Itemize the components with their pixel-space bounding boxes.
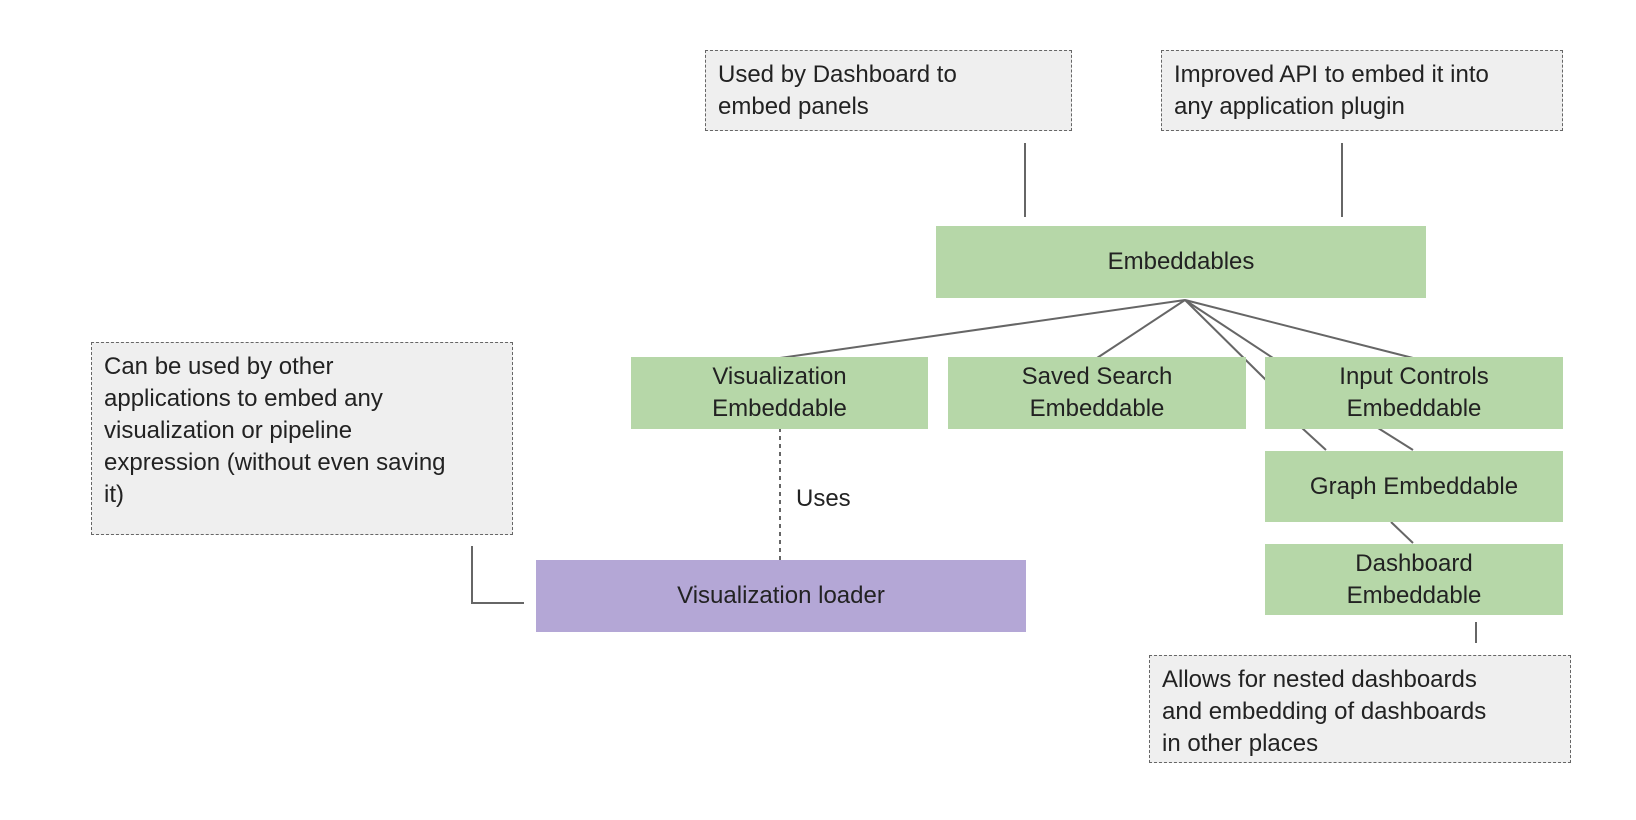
note-dashboard-panels: Used by Dashboard to embed panels xyxy=(705,50,1072,131)
embeddables-node: Embeddables xyxy=(936,226,1426,298)
connector-embeddables-to-input-controls-2 xyxy=(1184,299,1274,359)
uses-edge-label: Uses xyxy=(796,485,851,512)
connector-embeddables-to-input-controls xyxy=(1184,299,1414,359)
note-nested-dashboards: Allows for nested dashboards and embeddi… xyxy=(1149,655,1571,763)
visualization-embeddable-node: Visualization Embeddable xyxy=(631,357,928,429)
note-other-applications: Can be used by other applications to emb… xyxy=(91,342,513,535)
input-controls-embeddable-node: Input Controls Embeddable xyxy=(1265,357,1563,429)
connector-embeddables-to-visualization xyxy=(779,299,1186,359)
connector-embeddables-to-graph-lower xyxy=(1301,427,1327,451)
connector-graph-to-dashboard xyxy=(1390,521,1414,544)
saved-search-embeddable-node: Saved Search Embeddable xyxy=(948,357,1246,429)
graph-embeddable-node: Graph Embeddable xyxy=(1265,451,1563,522)
connector-embeddables-to-saved-search xyxy=(1096,299,1186,359)
note-improved-api: Improved API to embed it into any applic… xyxy=(1161,50,1563,131)
dashboard-embeddable-node: Dashboard Embeddable xyxy=(1265,544,1563,615)
connector-note-to-loader xyxy=(471,546,524,604)
connector-embeddables-to-graph xyxy=(1184,299,1267,381)
visualization-loader-node: Visualization loader xyxy=(536,560,1026,632)
connector-input-controls-to-graph xyxy=(1377,427,1414,451)
